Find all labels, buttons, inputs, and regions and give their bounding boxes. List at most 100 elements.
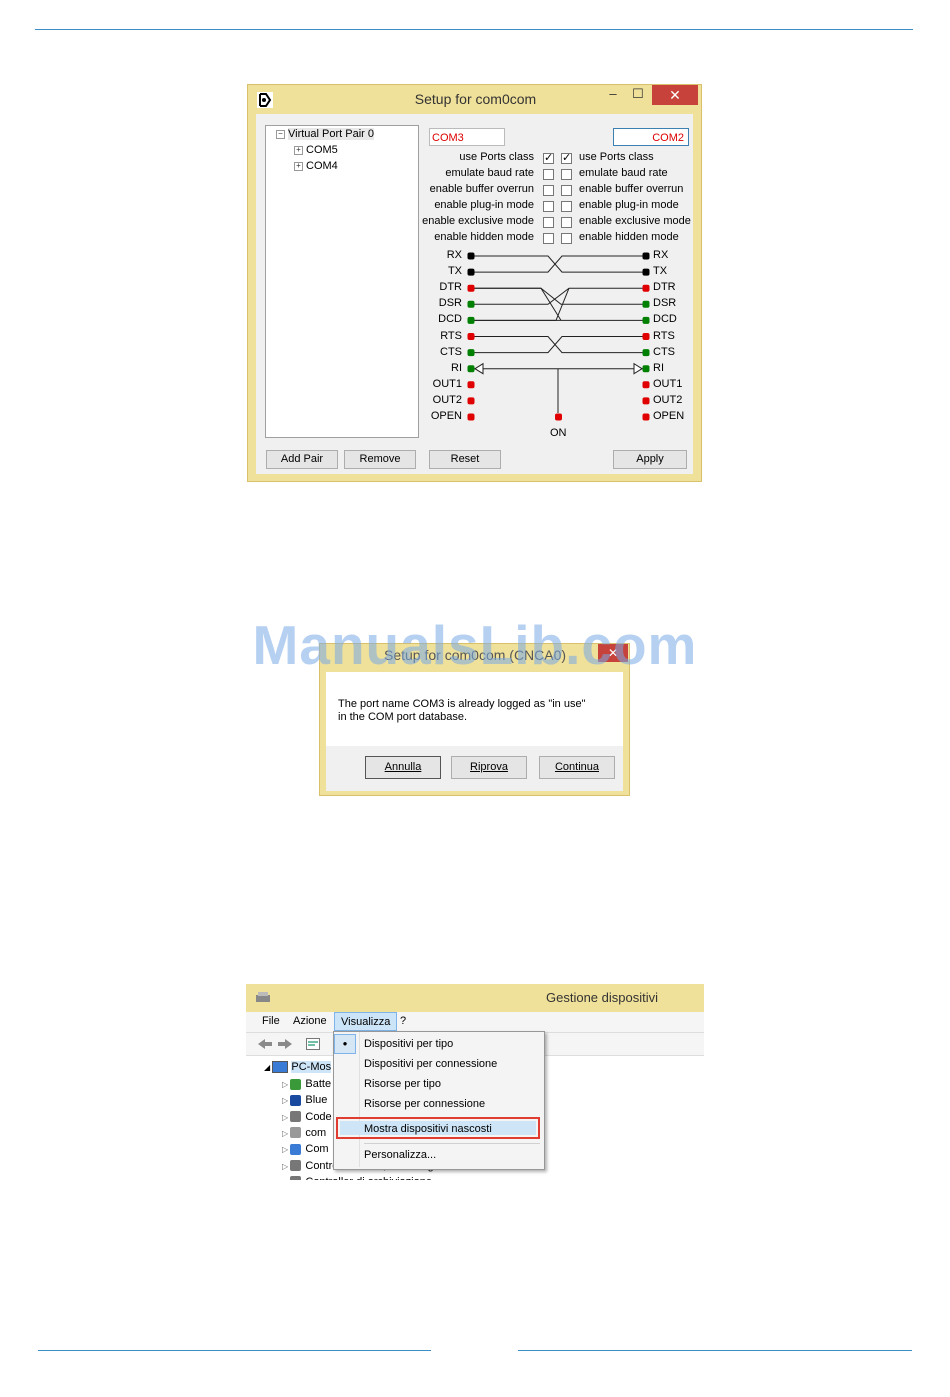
device-category-row[interactable]: ▷ Batte <box>282 1078 331 1090</box>
add-pair-button[interactable]: Add Pair <box>266 450 338 469</box>
signal-label-a: RX <box>446 249 462 261</box>
remove-button[interactable]: Remove <box>344 450 416 469</box>
expand-icon[interactable]: + <box>294 145 303 155</box>
expand-triangle-icon[interactable]: ▷ <box>282 1112 291 1122</box>
setup-window: Setup for com0com – ☐ ✕ −Virtual Port Pa… <box>247 84 702 482</box>
port-a-name-input[interactable]: COM3 <box>429 128 505 146</box>
expand-triangle-icon[interactable]: ▷ <box>282 1178 290 1180</box>
expand-triangle-icon[interactable]: ▷ <box>282 1145 291 1155</box>
option-checkbox-b[interactable]: ✓ <box>561 152 572 164</box>
highlight-frame <box>336 1117 540 1139</box>
device-manager-window: Gestione dispositivi File Azione Visuali… <box>246 984 704 1180</box>
signal-label-a: OUT1 <box>432 377 462 390</box>
expand-triangle-icon[interactable]: ▷ <box>282 1096 291 1106</box>
device-category-icon <box>290 1111 302 1123</box>
signal-pin-dot[interactable] <box>642 268 650 276</box>
option-checkbox-b[interactable] <box>561 201 572 212</box>
signal-pin-dot[interactable] <box>642 300 650 308</box>
dialog-close-button[interactable]: ✕ <box>598 644 628 662</box>
signal-pin-dot[interactable] <box>467 284 475 292</box>
menu-item-resources-by-type[interactable]: Risorse per tipo <box>364 1078 442 1090</box>
option-checkbox-b[interactable] <box>561 185 572 196</box>
signal-pin-dot[interactable] <box>642 316 650 324</box>
signal-pin-dot[interactable] <box>467 316 475 324</box>
option-checkbox-a[interactable] <box>543 185 554 196</box>
device-category-row[interactable]: ▷ Blue <box>282 1094 327 1106</box>
forward-arrow-icon[interactable] <box>277 1038 293 1050</box>
continue-button[interactable]: Continua <box>539 756 615 779</box>
maximize-button[interactable]: ☐ <box>632 86 644 101</box>
signal-pin-dot[interactable] <box>467 413 475 421</box>
tree-item-com5[interactable]: +COM5 <box>294 144 338 156</box>
signal-pin-dot[interactable] <box>467 268 475 276</box>
signal-pin-dot[interactable] <box>642 365 650 373</box>
signal-pin-dot[interactable] <box>642 252 650 260</box>
tree-item-com4[interactable]: +COM4 <box>294 160 338 172</box>
apply-button[interactable]: Apply <box>613 450 687 469</box>
menu-item-show-hidden-devices[interactable]: Mostra dispositivi nascosti <box>364 1123 492 1135</box>
title-bar: Setup for com0com – ☐ ✕ <box>248 85 701 113</box>
option-checkbox-a[interactable] <box>543 201 554 212</box>
minimize-button[interactable]: – <box>609 86 617 101</box>
expand-triangle-icon[interactable]: ▷ <box>282 1080 291 1089</box>
signal-pin-dot[interactable] <box>642 413 650 421</box>
signal-pin-dot[interactable] <box>467 252 475 260</box>
menu-separator <box>364 1143 540 1144</box>
computer-icon <box>272 1061 289 1074</box>
signal-pin-dot[interactable] <box>467 365 475 373</box>
selected-bullet-icon: ● <box>334 1034 356 1054</box>
port-b-name-input[interactable]: COM2 <box>613 128 689 146</box>
signal-pin-dot[interactable] <box>467 333 475 340</box>
signal-label-b: TX <box>653 265 668 278</box>
menu-action[interactable]: Azione <box>293 1015 327 1027</box>
menu-item-resources-by-connection[interactable]: Risorse per connessione <box>364 1098 486 1110</box>
option-checkbox-a[interactable] <box>543 169 554 180</box>
collapse-triangle-icon[interactable]: ◢ <box>264 1063 273 1072</box>
option-checkbox-a[interactable]: ✓ <box>543 152 554 164</box>
retry-button[interactable]: Riprova <box>451 756 527 779</box>
signal-label-a: DTR <box>439 281 462 294</box>
menu-file[interactable]: File <box>262 1015 280 1027</box>
option-checkbox-a[interactable] <box>543 233 554 244</box>
expand-triangle-icon[interactable]: ▷ <box>282 1161 291 1171</box>
device-tree-root[interactable]: ◢ PC-Mos <box>264 1061 332 1074</box>
device-category-row[interactable]: ▷ Code <box>282 1111 332 1123</box>
menu-item-devices-by-type[interactable]: Dispositivi per tipo <box>364 1038 454 1050</box>
signal-pin-dot[interactable] <box>642 397 650 405</box>
signal-label-a: RI <box>451 361 462 374</box>
device-category-row[interactable]: ▷ com <box>282 1127 326 1139</box>
menu-gutter-divider <box>359 1032 360 1167</box>
menu-item-devices-by-connection[interactable]: Dispositivi per connessione <box>364 1058 498 1070</box>
signal-wire <box>471 287 646 305</box>
close-button[interactable]: ✕ <box>652 85 698 105</box>
signal-pin-dot[interactable] <box>642 381 650 389</box>
signal-label-a: RTS <box>440 329 462 342</box>
option-label-b: enable hidden mode <box>579 231 679 243</box>
expand-triangle-icon[interactable]: ▷ <box>282 1128 291 1138</box>
back-arrow-icon[interactable] <box>257 1038 273 1050</box>
signal-pin-dot[interactable] <box>467 349 475 357</box>
expand-icon[interactable]: + <box>294 161 303 171</box>
signal-pin-dot[interactable] <box>642 349 650 357</box>
option-checkbox-b[interactable] <box>561 217 572 228</box>
on-pin-dot[interactable] <box>555 413 562 421</box>
menu-item-customize[interactable]: Personalizza... <box>364 1149 437 1161</box>
signal-pin-dot[interactable] <box>467 300 475 308</box>
tree-item-root[interactable]: −Virtual Port Pair 0 <box>276 128 375 140</box>
signal-pin-dot[interactable] <box>467 397 475 405</box>
menu-view[interactable]: Visualizza <box>334 1012 398 1031</box>
option-checkbox-b[interactable] <box>561 169 572 180</box>
device-category-row[interactable]: ▷ Com <box>282 1143 329 1155</box>
device-category-row[interactable]: ▷ Controller di archiviazione <box>282 1176 432 1180</box>
collapse-icon[interactable]: − <box>276 129 285 139</box>
signal-pin-dot[interactable] <box>467 381 475 389</box>
option-checkbox-b[interactable] <box>561 233 572 244</box>
properties-icon[interactable] <box>306 1038 320 1050</box>
cancel-button[interactable]: Annulla <box>365 756 441 779</box>
reset-button[interactable]: Reset <box>429 450 501 469</box>
port-pair-tree[interactable]: −Virtual Port Pair 0 +COM5 +COM4 <box>265 125 419 438</box>
option-checkbox-a[interactable] <box>543 217 554 228</box>
signal-pin-dot[interactable] <box>642 333 650 340</box>
menu-help[interactable]: ? <box>400 1015 407 1027</box>
signal-pin-dot[interactable] <box>642 284 650 292</box>
